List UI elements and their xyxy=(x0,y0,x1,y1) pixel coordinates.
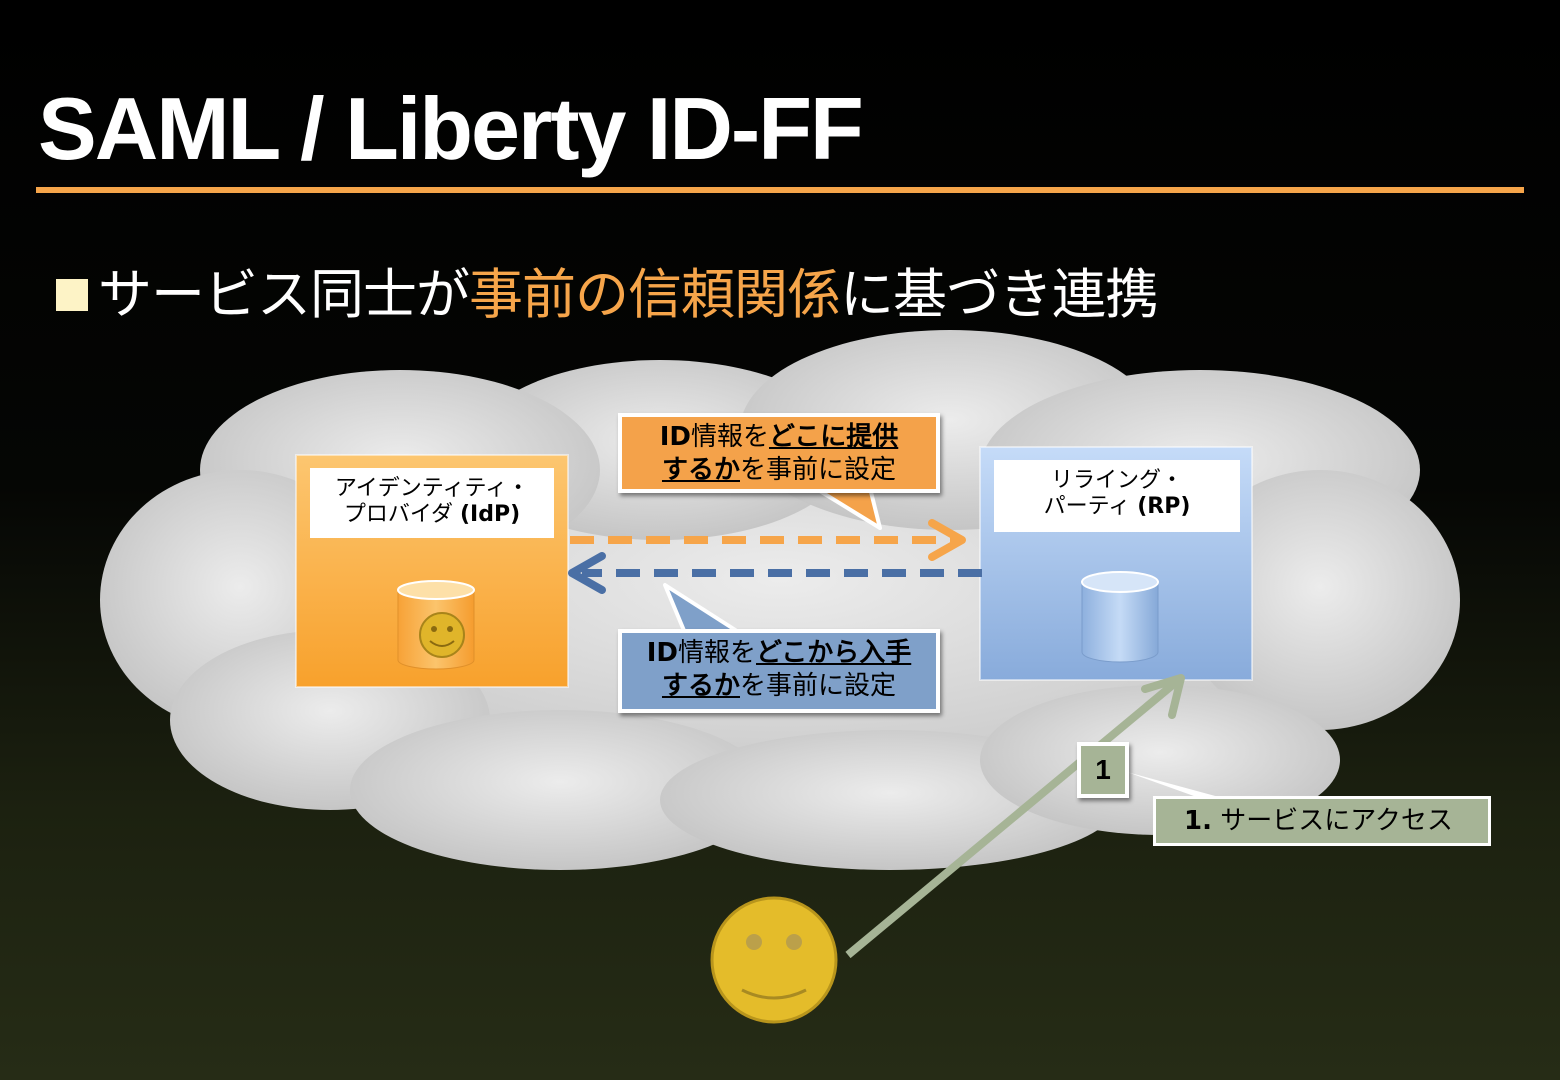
rp-label-jp: パーティ xyxy=(1043,494,1138,520)
step-note: 1. サービスにアクセス xyxy=(1153,796,1491,846)
page-title: SAML / Liberty ID-FF xyxy=(38,79,864,178)
idp-label-line2: プロバイダ (IdP) xyxy=(310,502,554,528)
idp-label: アイデンティティ・ プロバイダ (IdP) xyxy=(310,468,554,538)
rp-label-line1: リライング・ xyxy=(1050,468,1183,493)
callout-provide-emphasis: どこに提供 xyxy=(769,422,899,452)
bullet-text-before: サービス同士が xyxy=(98,263,470,326)
bullet-point: サービス同士が事前の信頼関係に基づき連携 xyxy=(56,250,1159,329)
callout-obtain: ID情報をどこから入手 するかを事前に設定 xyxy=(618,629,940,713)
callout-provide-rest: を事前に設定 xyxy=(740,454,897,485)
database-icon xyxy=(1081,571,1159,663)
user-icon xyxy=(710,896,838,1024)
rp-label: リライング・ パーティ (RP) xyxy=(994,460,1240,532)
rp-label-line2: パーティ (RP) xyxy=(994,494,1240,520)
bullet-highlight: 事前の信頼関係 xyxy=(469,263,841,326)
step-note-text: サービスにアクセス xyxy=(1211,806,1453,836)
bullet-text-after: に基づき連携 xyxy=(840,263,1159,326)
title-divider xyxy=(36,187,1524,193)
callout-provide-line1: ID情報をどこに提供 xyxy=(622,421,936,454)
step-note-number: 1. xyxy=(1184,806,1212,836)
callout-obtain-line2: するかを事前に設定 xyxy=(622,670,936,703)
rp-label-abbr: (RP) xyxy=(1137,494,1191,520)
callout-provide-id: ID xyxy=(659,422,691,452)
bullet-square-icon xyxy=(56,279,88,311)
callout-provide: ID情報をどこに提供 するかを事前に設定 xyxy=(618,413,940,493)
arrow-rp-to-idp xyxy=(568,552,982,594)
callout-obtain-emphasis: どこから入手 xyxy=(756,638,912,668)
callout-provide-mid: 情報を xyxy=(691,422,770,452)
smiley-icon xyxy=(419,612,465,658)
callout-obtain-rest: を事前に設定 xyxy=(740,670,897,701)
callout-obtain-line1: ID情報をどこから入手 xyxy=(622,637,936,670)
callout-provide-emphasis2: するか xyxy=(661,454,740,485)
access-arrow xyxy=(845,674,1185,959)
step-number-badge: 1 xyxy=(1077,742,1129,798)
callout-obtain-id: ID xyxy=(646,638,678,668)
arrow-idp-to-rp xyxy=(570,519,966,561)
callout-obtain-mid: 情報を xyxy=(678,638,757,668)
callout-provide-line2: するかを事前に設定 xyxy=(622,454,936,487)
idp-label-abbr: (IdP) xyxy=(459,502,521,528)
step-connector xyxy=(1127,772,1230,800)
idp-label-jp: プロバイダ xyxy=(343,502,460,528)
callout-obtain-emphasis2: するか xyxy=(661,670,740,701)
idp-label-line1: アイデンティティ・ xyxy=(334,476,530,501)
